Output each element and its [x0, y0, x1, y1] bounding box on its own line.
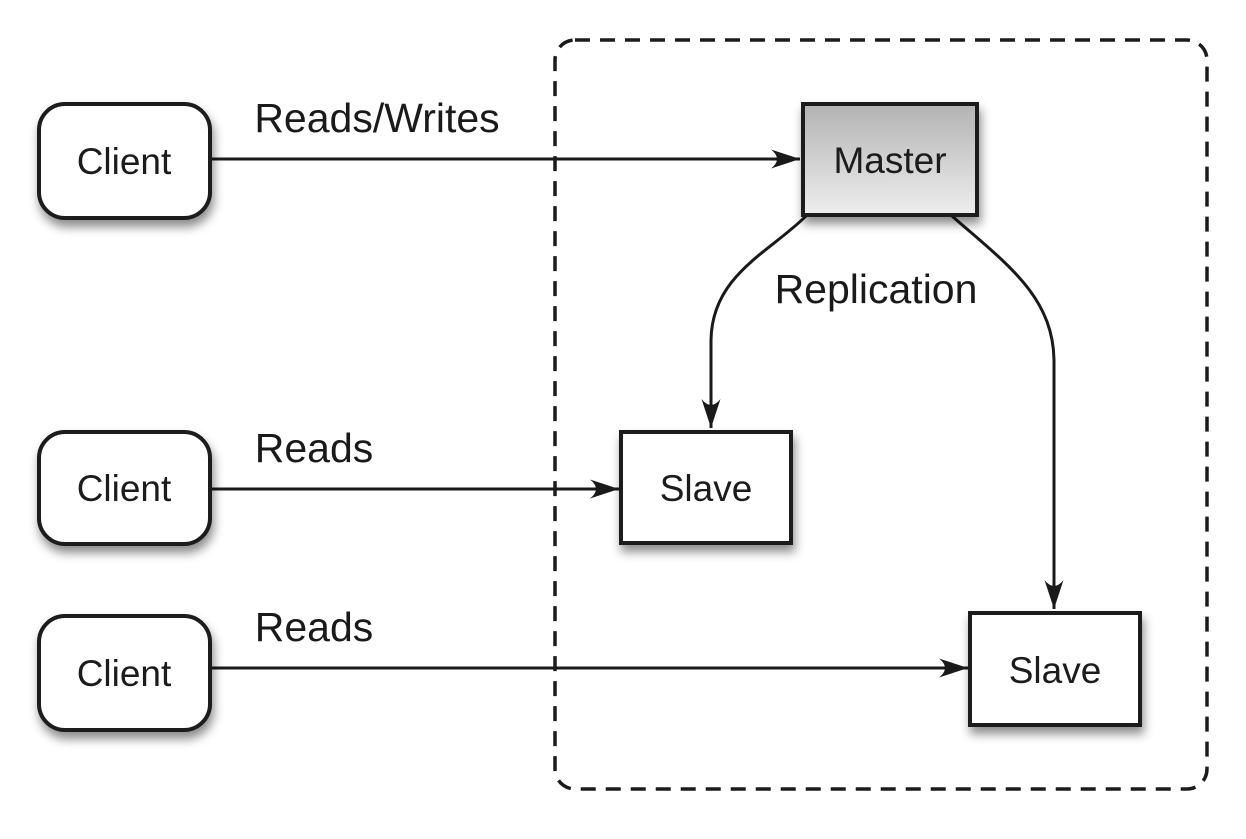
- slave-1-label: Slave: [660, 468, 753, 509]
- node-client-3: Client: [37, 614, 212, 732]
- node-client-1: Client: [37, 102, 212, 220]
- replication-cluster-boundary: [553, 38, 1209, 791]
- master-box: [801, 102, 979, 217]
- slave-1-box: [619, 430, 793, 545]
- client-2-box: [37, 430, 212, 546]
- edge-label-reads-writes: Reads/Writes: [254, 95, 499, 141]
- client-1-box: [37, 102, 212, 220]
- client-3-label: Client: [77, 653, 172, 694]
- master-label: Master: [833, 140, 946, 181]
- node-master: Master: [801, 102, 979, 217]
- client-1-label: Client: [77, 141, 172, 182]
- node-client-2: Client: [37, 430, 212, 546]
- edge-label-reads-slave2: Reads: [255, 604, 374, 650]
- node-slave-1: Slave: [619, 430, 793, 545]
- edge-label-reads-slave1: Reads: [255, 425, 374, 471]
- edge-replication-to-slave2-arrow: [951, 214, 1064, 609]
- client-2-label: Client: [77, 468, 172, 509]
- slave-2-label: Slave: [1009, 650, 1102, 691]
- client-3-box: [37, 614, 212, 732]
- node-slave-2: Slave: [968, 611, 1142, 727]
- edge-label-replication: Replication: [775, 266, 978, 312]
- edge-replication-to-slave1-arrow: [701, 214, 808, 428]
- slave-2-box: [968, 611, 1142, 727]
